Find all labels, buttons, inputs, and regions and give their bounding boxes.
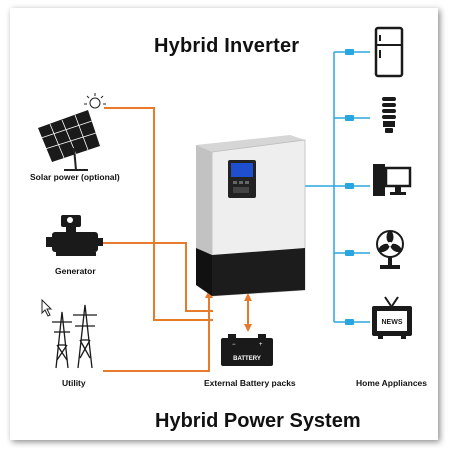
fan-icon bbox=[376, 230, 404, 269]
appliance-plugs bbox=[345, 49, 354, 325]
battery-box-text: BATTERY bbox=[233, 356, 261, 362]
appliance-lines bbox=[303, 51, 370, 323]
light-bulb-icon bbox=[382, 97, 396, 133]
battery-label: External Battery packs bbox=[204, 378, 296, 388]
diagram-subtitle: Hybrid Power System bbox=[155, 410, 361, 432]
tv-screen-text: NEWS bbox=[382, 319, 403, 326]
refrigerator-icon bbox=[374, 26, 404, 78]
ac-arrows bbox=[205, 290, 213, 298]
diagram-title: Hybrid Inverter bbox=[154, 35, 300, 57]
battery-arrow bbox=[244, 293, 252, 332]
appliances-label: Home Appliances bbox=[356, 378, 428, 388]
svg-text:−: − bbox=[232, 342, 236, 348]
battery-icon: − + BATTERY bbox=[221, 334, 273, 366]
television-icon: NEWS bbox=[372, 296, 412, 339]
utility-label: Utility bbox=[62, 378, 86, 388]
ac-connection-lines bbox=[103, 107, 213, 372]
sun-icon bbox=[84, 93, 106, 109]
svg-text:+: + bbox=[259, 342, 263, 348]
inverter-unit bbox=[196, 135, 306, 297]
solar-label: Solar power (optional) bbox=[30, 172, 120, 182]
cursor-icon bbox=[41, 298, 53, 317]
power-tower-icon bbox=[52, 304, 97, 369]
generator-label: Generator bbox=[55, 266, 96, 276]
generator-icon bbox=[46, 215, 103, 256]
desktop-computer-icon bbox=[373, 164, 412, 196]
solar-panel-icon bbox=[38, 110, 100, 171]
